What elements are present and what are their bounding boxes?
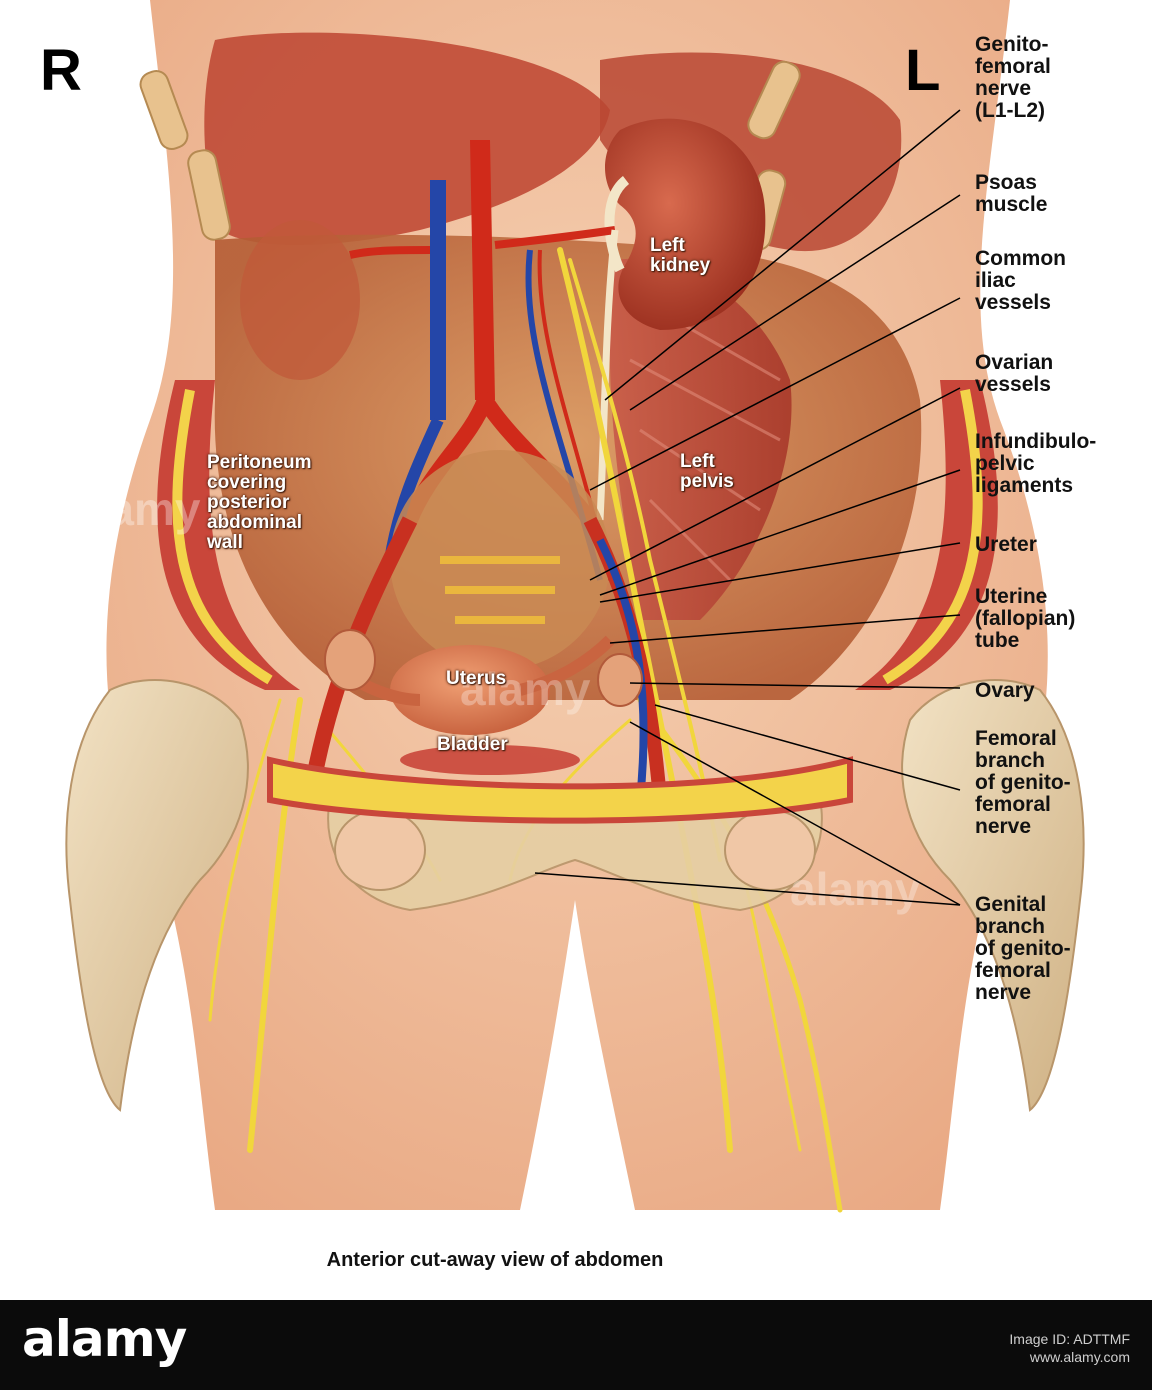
label-genital-branch: Genital branch of genito- femoral nerve [975,893,1071,1004]
label-ovarian-vessels: Ovarian vessels [975,351,1054,396]
orientation-left: L [905,38,941,103]
renal-vessels [349,226,616,259]
label-left-kidney: Left kidney [650,235,711,276]
label-femoral-branch: Femoral branch of genito- femoral nerve [975,727,1071,838]
left-ovary [597,653,643,707]
footer-image-code: Image ID: ADTTMF www.alamy.com [1009,1331,1130,1365]
label-infundibulopelvic-ligaments: Infundibulo- pelvic ligaments [975,430,1097,497]
caption: Anterior cut-away view of abdomen [326,1249,664,1271]
right-ovary [324,629,376,691]
left-kidney [605,118,766,330]
inferior-vena-cava [430,180,446,420]
label-ureter: Ureter [975,533,1037,556]
right-hip-bone [65,679,249,1112]
label-genitofemoral-nerve: Genito- femoral nerve (L1-L2) [975,33,1051,122]
psoas-muscle [609,258,792,620]
anatomy-drawing: alamy alamy alamy [65,0,1085,1213]
label-psoas-muscle: Psoas muscle [975,171,1048,216]
leader-lines [534,109,961,906]
footer-bar: alamy Image ID: ADTTMF www.alamy.com [0,1300,1152,1390]
label-ovary: Ovary [975,679,1035,702]
label-uterine-tube: Uterine (fallopian) tube [975,585,1076,652]
abdominal-wall-left [855,380,998,690]
label-common-iliac-vessels: Common iliac vessels [975,247,1066,314]
watermark-3: alamy [790,863,921,915]
liver [204,32,610,245]
left-ureter [596,229,619,521]
abdominal-wall-right [157,380,300,690]
footer-logo: alamy [22,1310,187,1368]
left-hip-bone [901,679,1085,1112]
watermark-1: alamy [70,483,201,535]
orientation-right: R [40,38,82,103]
label-peritoneum: Peritoneum covering posterior abdominal … [207,452,312,553]
uterus [390,645,550,735]
bladder [400,745,580,775]
right-kidney [240,220,360,380]
label-uterus: Uterus [446,668,507,689]
nerves [208,247,843,1213]
label-left-pelvis: Left pelvis [680,451,734,492]
label-bladder: Bladder [437,734,508,755]
aorta [470,140,495,400]
pubic-band [267,756,853,824]
watermark-2: alamy [460,663,591,715]
